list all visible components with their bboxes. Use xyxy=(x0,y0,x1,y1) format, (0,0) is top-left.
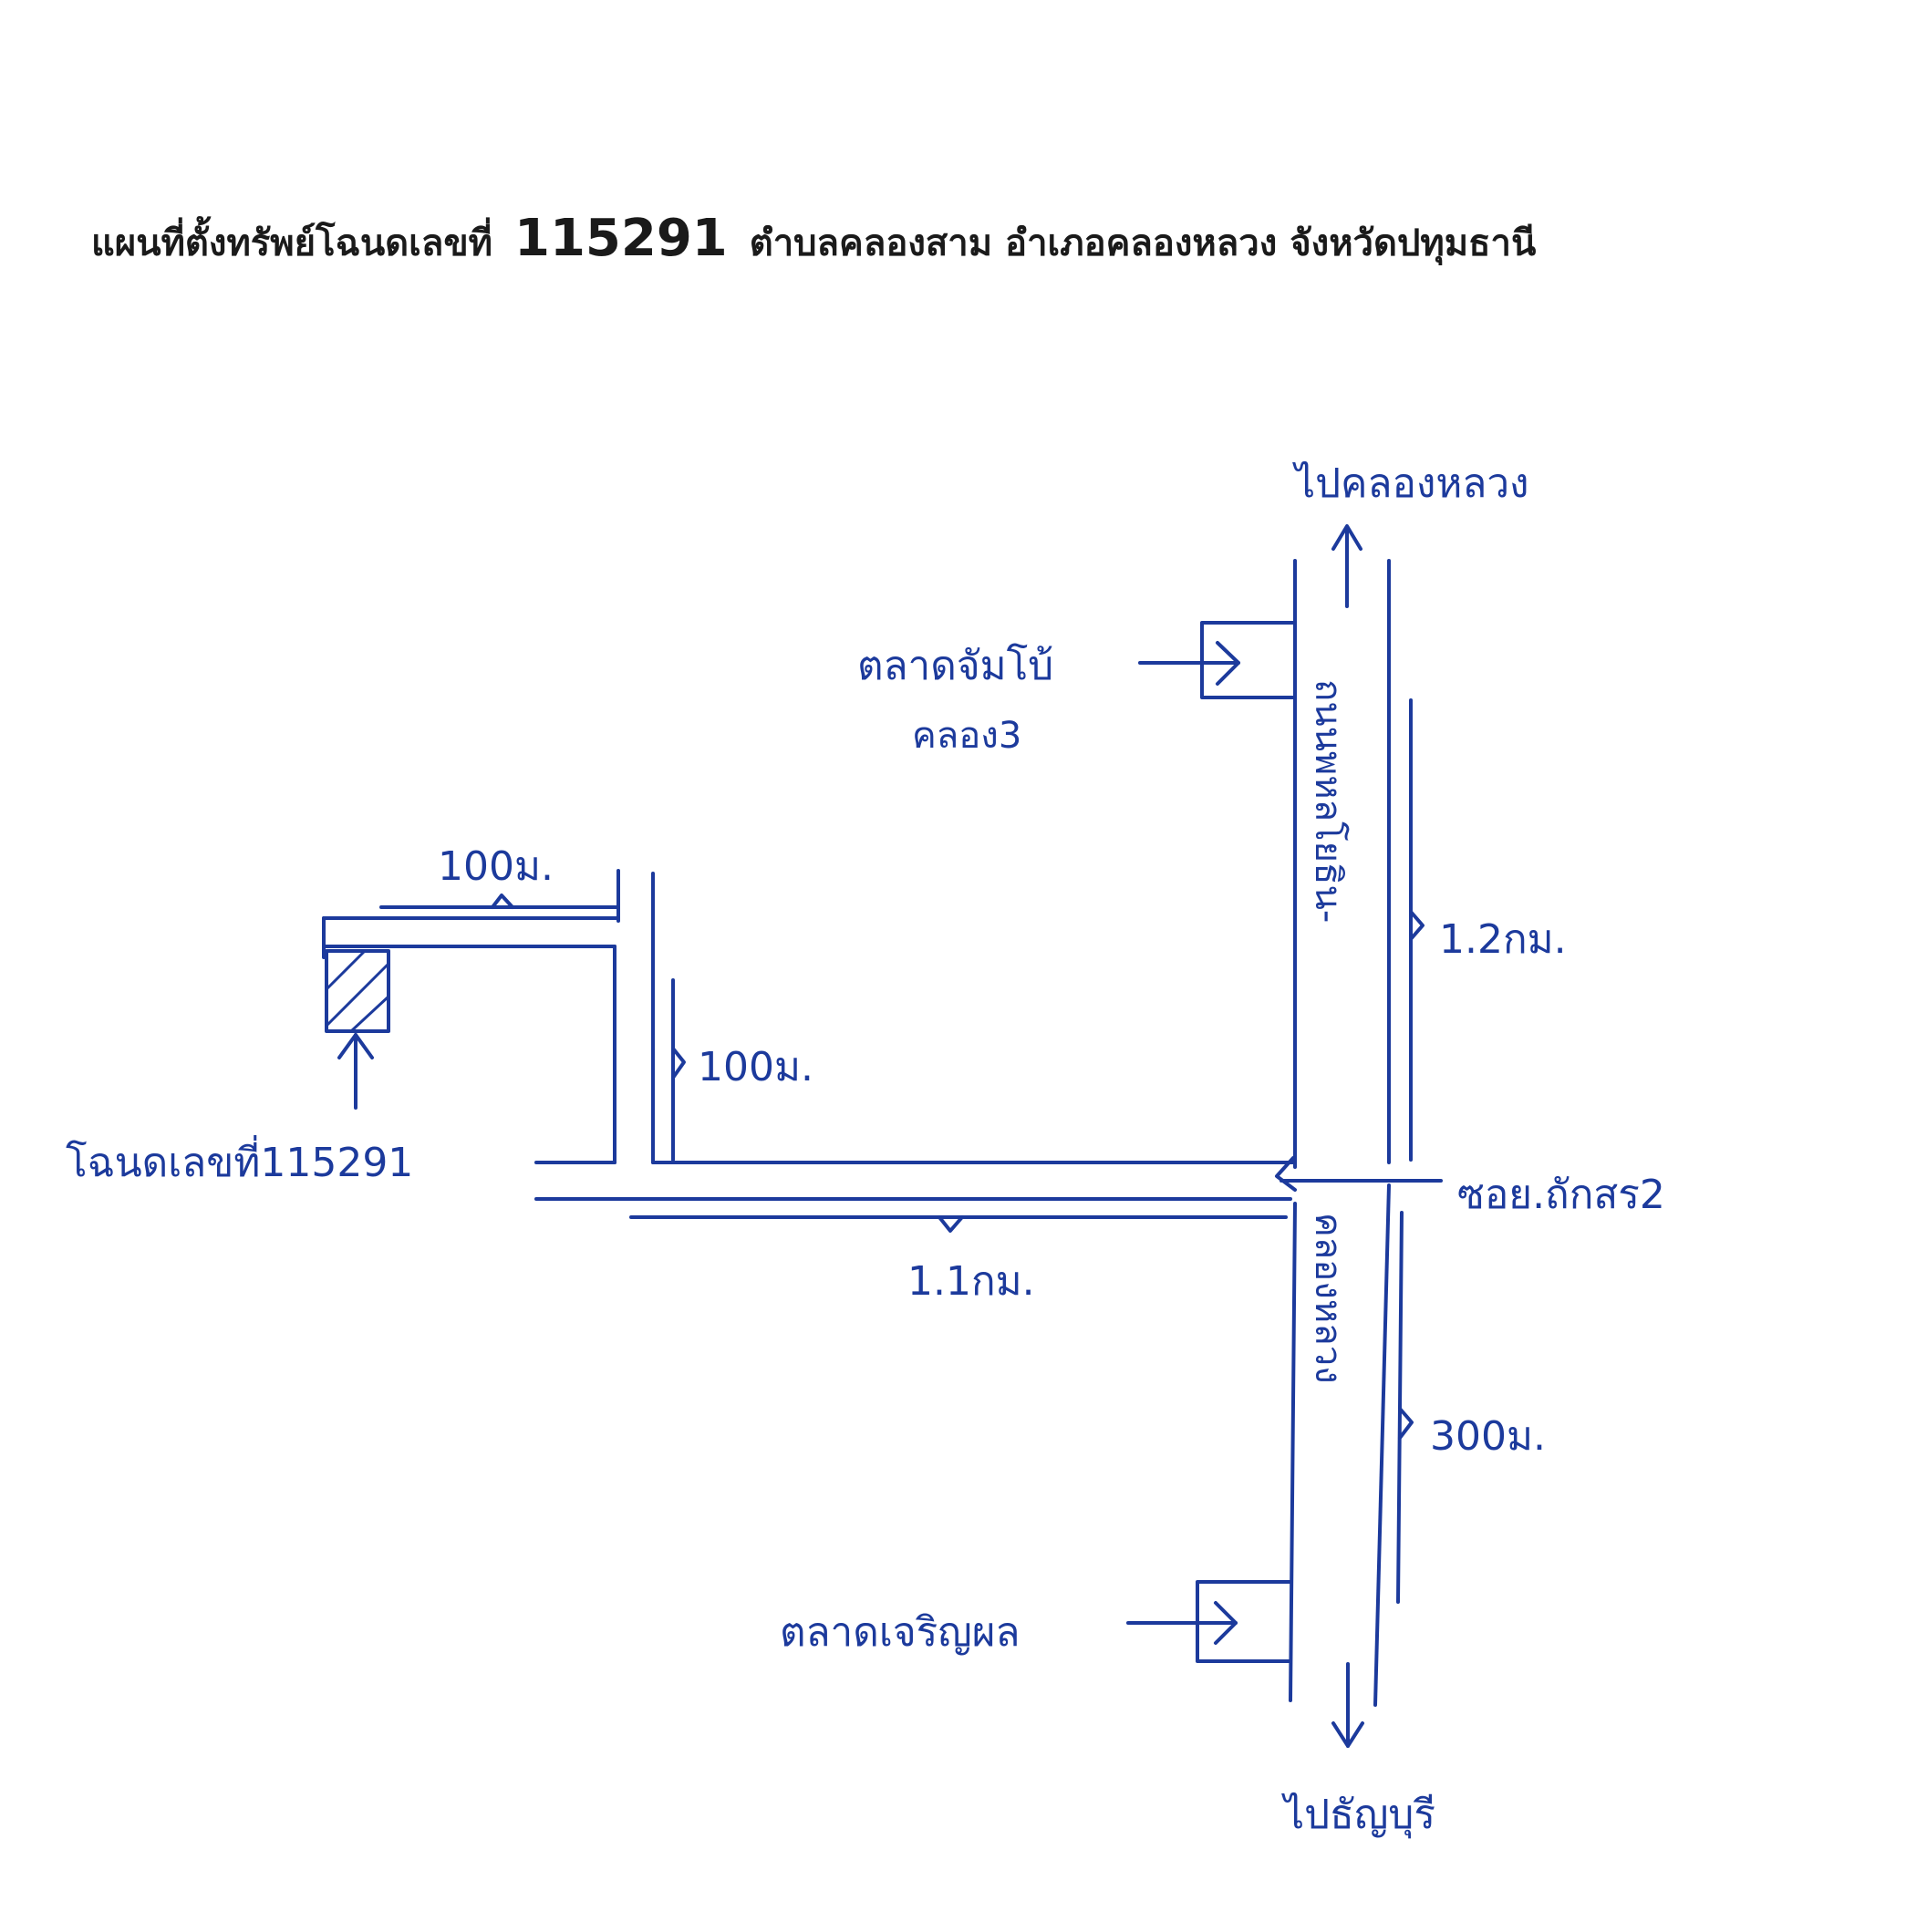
label-to-thanyaburi: ไปธัญบุรี xyxy=(1281,1792,1435,1839)
label-to-khlong-luang: ไปคลองหลวง xyxy=(1292,460,1529,507)
label-market-jumbo: ตลาดจัมโบ้ xyxy=(857,643,1053,689)
plot-pointer-arrow-icon xyxy=(337,1033,374,1110)
dimension-south xyxy=(1396,1211,1414,1604)
label-market-charoenphon: ตลาดเจริญผล xyxy=(780,1609,1020,1656)
label-soi: ซอย.ถักสร2 xyxy=(1457,1172,1665,1218)
label-dist-bottom: 1.1กม. xyxy=(907,1258,1035,1305)
map-title: แผนที่ตั้งทรัพย์โฉนดเลขที่ 115291 ตำบลคล… xyxy=(91,209,1536,268)
label-dist-south: 300ม. xyxy=(1430,1413,1546,1460)
label-market-jumbo-khlong3: คลอง3 xyxy=(912,715,1021,757)
dimension-north xyxy=(1409,698,1425,1162)
dimension-top xyxy=(379,869,620,923)
market-jumbo-marker xyxy=(1138,621,1297,699)
main-road xyxy=(1289,559,1391,1707)
label-main-road-north: ถนนพหลโยธิน- xyxy=(1307,679,1349,923)
dimension-side xyxy=(671,978,686,1162)
spur-road xyxy=(322,916,620,959)
market-charoenphon-marker xyxy=(1126,1580,1292,1663)
label-deed-number: โฉนดเลขที่115291 xyxy=(66,1134,413,1186)
label-dist-top: 100ม. xyxy=(438,843,554,890)
side-road xyxy=(534,872,666,1164)
label-main-road-south: คลองหลวง xyxy=(1307,1213,1349,1384)
property-plot xyxy=(325,949,390,1033)
north-arrow-icon xyxy=(1331,524,1362,608)
south-arrow-icon xyxy=(1331,1662,1364,1748)
label-dist-north: 1.2กม. xyxy=(1439,916,1567,963)
soi-road xyxy=(534,1156,1443,1201)
dimension-bottom xyxy=(629,1215,1288,1233)
label-dist-side: 100ม. xyxy=(698,1044,813,1090)
